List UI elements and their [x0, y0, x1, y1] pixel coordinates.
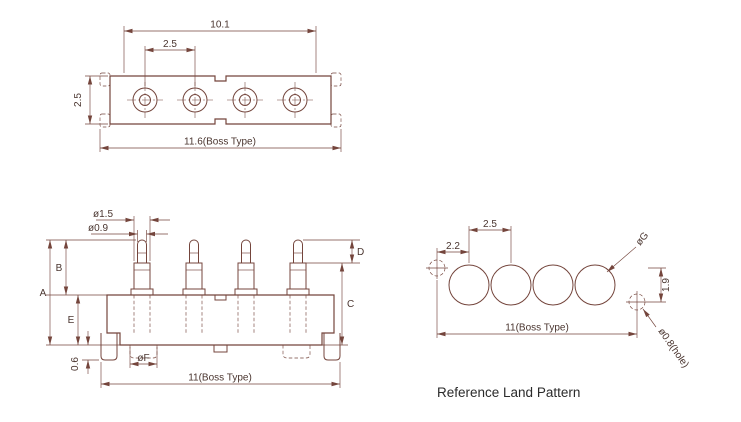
dim-side-c: C [322, 263, 354, 346]
pogo-pin [286, 239, 310, 333]
boss-mark [330, 113, 342, 128]
hidden-boss-right [282, 345, 311, 359]
pogo-pin [234, 239, 258, 333]
dim-side-f: øF [129, 347, 158, 368]
dim-side-barrel-dia: ø1.5 [93, 209, 170, 261]
boss-hole-right [626, 291, 648, 313]
dim-land-pitch-label: 2.5 [483, 219, 497, 230]
side-view-pins [130, 239, 310, 333]
dim-hole-dia-label: ø0.8(hole) [656, 326, 691, 370]
dim-land-pitch: 2.5 [469, 219, 512, 263]
top-view-boss-marks [99, 72, 342, 128]
dim-land-overall-label: 11(Boss Type) [505, 323, 569, 334]
dim-side-plunger-dia: ø0.9 [88, 223, 168, 242]
top-view-pins [127, 82, 313, 118]
housing-center-tab [213, 345, 228, 353]
dim-a-label: A [40, 288, 47, 299]
hidden-boss-left [129, 345, 158, 359]
dim-land-pad-dia: øG [606, 230, 651, 273]
land-pad [490, 264, 532, 306]
dim-side-boss-height: 0.6 [70, 331, 99, 374]
dim-side-a: A [40, 240, 120, 346]
dim-side-e: E [68, 295, 81, 345]
dim-c-label: C [347, 299, 354, 310]
boss-hole-left [426, 248, 448, 279]
dim-land-offset: 1.9 [648, 267, 672, 303]
dim-land-overall: 11(Boss Type) [436, 280, 638, 338]
dim-top-overall-label: 11.6(Boss Type) [184, 137, 256, 148]
boss-mark [99, 72, 111, 87]
dim-top-pitch: 2.5 [144, 39, 196, 86]
land-pad [448, 264, 490, 306]
pin-hole [277, 82, 313, 118]
land-pad [532, 264, 574, 306]
side-view: ø1.5 ø0.9 B A E 0.6 [40, 209, 364, 388]
pin-hole [127, 82, 163, 118]
housing-top-notch [214, 295, 227, 301]
boss-mark [99, 113, 111, 128]
dim-b-label: B [56, 263, 63, 274]
dim-land-hole-dia: ø0.8(hole) [642, 308, 691, 370]
pin-hole [227, 82, 263, 118]
dim-top-height-label: 2.5 [73, 93, 84, 107]
mount-tab-left [100, 333, 118, 361]
dim-side-overall: 11(Boss Type) [100, 362, 341, 388]
dim-barrel-dia-label: ø1.5 [93, 209, 113, 220]
top-view: 10.1 2.5 2.5 11.6(Boss Type) [73, 20, 342, 152]
dim-top-height: 2.5 [73, 75, 108, 125]
dim-top-pitch-label: 2.5 [163, 39, 177, 50]
dim-top-overall: 11.6(Boss Type) [99, 129, 342, 152]
land-pads [448, 264, 616, 306]
boss-mark [330, 72, 342, 87]
dim-pad-dia-label: øG [634, 230, 651, 248]
mount-tab-right [323, 333, 341, 361]
dim-side-overall-label: 11(Boss Type) [188, 373, 252, 384]
dim-side-d: D [303, 239, 364, 264]
dim-top-width: 10.1 [123, 20, 317, 73]
dim-f-label: øF [137, 353, 149, 364]
dim-plunger-dia-label: ø0.9 [88, 223, 108, 234]
land-pattern: 2.2 2.5 øG 1.9 11(Boss Type) ø0.8(hole) [426, 219, 691, 400]
dim-e-label: E [68, 315, 75, 326]
pogo-pin [182, 239, 206, 333]
dim-d-label: D [357, 247, 364, 258]
dim-land-edge-label: 2.2 [446, 241, 460, 252]
dim-side-b: B [46, 239, 136, 296]
land-pad [574, 264, 616, 306]
dim-offset-label: 1.9 [661, 278, 672, 292]
dim-top-width-label: 10.1 [210, 20, 230, 31]
side-view-housing-outline [106, 294, 335, 346]
dim-boss-height-label: 0.6 [70, 357, 81, 371]
pin-hole [177, 82, 213, 118]
land-pattern-title: Reference Land Pattern [437, 385, 580, 400]
dim-land-hole-to-pad: 2.2 [437, 226, 470, 263]
